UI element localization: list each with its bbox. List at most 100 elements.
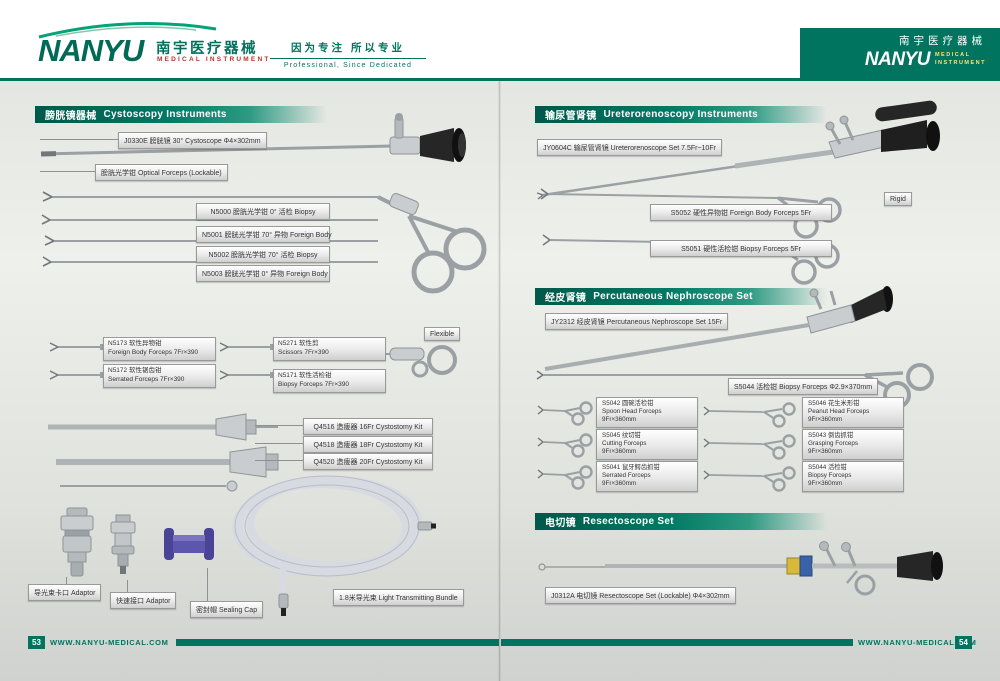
label-line-cn: N5173 软性异物钳 (108, 340, 162, 347)
resectoscope-image (538, 541, 943, 596)
label-line-size: 9Fr×360mm (602, 416, 637, 424)
brand-name-cn: 南宇医疗器械 (156, 41, 258, 57)
flexible-tag: Flexible (424, 327, 461, 341)
logo-swoosh-icon (38, 22, 217, 39)
label-n5171: N5171 软性活检钳 Biopsy Forceps 7Fr×390 (273, 369, 386, 393)
leader-line (255, 425, 303, 426)
label-n5003: N5003 膀胱光学钳 0° 异物 Foreign Body (196, 265, 330, 282)
label-s5041: S5041 鼠牙鳄齿抓钳 Serrated Forceps 9Fr×360mm (596, 461, 698, 492)
slogan-divider (270, 58, 426, 59)
label-s5043: S5043 倒齿抓钳 Grasping Forceps 9Fr×360mm (802, 429, 904, 460)
label-line-cn: S5043 倒齿抓钳 (808, 432, 854, 439)
label-line-en: Serrated Forceps 7Fr×390 (108, 375, 185, 383)
label-n5001: N5001 膀胱光学钳 70° 异物 Foreign Body (196, 226, 332, 243)
label-q4518: Q4518 造瘘器 18Fr Cystostomy Kit (303, 436, 433, 453)
label-n5172: N5172 软性锯齿钳 Serrated Forceps 7Fr×390 (103, 364, 216, 388)
label-line-size: 9Fr×360mm (602, 448, 637, 456)
section-header-cystoscopy: 膀胱镜器械 Cystoscopy Instruments (35, 106, 333, 123)
label-line-size: 9Fr×360mm (808, 480, 843, 488)
section-cystoscopy-en: Cystoscopy Instruments (103, 109, 227, 120)
leader-line (66, 577, 67, 585)
site-url-left: WWW.NANYU-MEDICAL.COM (50, 638, 169, 647)
label-line-en: Cutting Forceps (602, 440, 647, 448)
footer-bar-left (176, 639, 499, 646)
label-optical-forceps: 膀胱光学钳 Optical Forceps (Lockable) (95, 164, 228, 181)
label-n5000: N5000 膀胱光学钳 0° 活检 Biopsy (196, 203, 330, 220)
optical-forceps-image (41, 191, 487, 294)
label-line-en: Serrated Forceps (602, 472, 651, 480)
brand-name: NANYU (38, 33, 144, 68)
label-line-en: Peanut Head Forceps (808, 408, 870, 416)
label-quick-adaptor: 快速接口 Adaptor (110, 592, 177, 609)
nephroscope-image (536, 286, 934, 409)
label-n5173: N5173 软性异物钳 Foreign Body Forceps 7Fr×390 (103, 337, 216, 361)
label-q4520: Q4520 造瘘器 20Fr Cystostomy Kit (303, 453, 433, 470)
label-line-en: Scissors 7Fr×390 (278, 348, 329, 356)
header-rule (0, 78, 1000, 81)
label-line-en: Grasping Forceps (808, 440, 859, 448)
cystostomy-kits-image (48, 413, 279, 492)
page-number-right: 54 (955, 636, 972, 649)
badge-subtitle-line2: INSTRUMENT (934, 60, 986, 66)
label-line-size: 9Fr×360mm (602, 480, 637, 488)
label-n5271: N5271 软性剪 Scissors 7Fr×390 (273, 337, 386, 361)
label-nephroscope-set: JY2312 经皮肾镜 Percutaneous Nephroscope Set… (545, 313, 729, 330)
footer-bar-right (501, 639, 853, 646)
section-header-resectoscope: 电切镜 Resectoscope Set (535, 513, 833, 530)
leader-line (40, 139, 118, 140)
section-uretero-en: Ureterorenoscopy Instruments (603, 109, 759, 120)
label-line-size: 9Fr×360mm (808, 416, 843, 424)
label-s5044-grid: S5044 活检钳 Biopsy Forceps 9Fr×360mm (802, 461, 904, 492)
label-line-size: 9Fr×360mm (808, 448, 843, 456)
label-light-adaptor: 导光束卡口 Adaptor (28, 584, 102, 601)
section-cystoscopy-cn: 膀胱镜器械 (45, 111, 97, 122)
label-line-cn: S5041 鼠牙鳄齿抓钳 (602, 464, 660, 471)
brand-badge: 南宇医疗器械 NANYU MEDICAL INSTRUMENT (800, 28, 1000, 78)
label-s5042: S5042 圆碗活检钳 Spoon Head Forceps 9Fr×360mm (596, 397, 698, 428)
cystoscope-image (40, 113, 466, 162)
label-line-cn: N5171 软性活检钳 (278, 372, 332, 379)
leader-line (207, 568, 208, 601)
forceps-icon-s5043 (702, 430, 797, 460)
label-s5052: S5052 硬性异物钳 Foreign Body Forceps 5Fr (650, 204, 832, 221)
label-n5002: N5002 膀胱光学钳 70° 活检 Biopsy (196, 246, 330, 263)
label-line-en: Foreign Body Forceps 7Fr×390 (108, 348, 199, 356)
label-line-en: Biopsy Forceps (808, 472, 852, 480)
label-line-cn: S5042 圆碗活检钳 (602, 400, 654, 407)
label-line-cn: N5271 软性剪 (278, 340, 319, 347)
brand-subtitle: MEDICAL INSTRUMENT (157, 56, 271, 63)
label-line-en: Biopsy Forceps 7Fr×390 (278, 380, 349, 388)
rigid-tag: Rigid (884, 192, 912, 206)
label-line-cn: S5045 纹切钳 (602, 432, 641, 439)
brand-slogan: 因为专注 所以专业 Professional, Since Dedicated (268, 40, 428, 69)
forceps-icon-s5041 (536, 462, 594, 490)
slogan-en: Professional, Since Dedicated (283, 62, 413, 69)
quick-adaptor-image (110, 514, 136, 574)
page-number-left: 53 (28, 636, 45, 649)
forceps-icon-s5044 (702, 462, 797, 492)
section-resecto-cn: 电切镜 (545, 518, 576, 529)
label-s5051: S5051 硬性活检钳 Biopsy Forceps 5Fr (650, 240, 832, 257)
label-line-cn: S5044 活检钳 (808, 464, 847, 471)
leader-line (255, 443, 303, 444)
badge-name-cn: 南宇医疗器械 (899, 35, 986, 47)
leader-line (40, 171, 95, 172)
label-sealing-cap: 密封帽 Sealing Cap (190, 601, 264, 618)
label-s5045: S5045 纹切钳 Cutting Forceps 9Fr×360mm (596, 429, 698, 460)
badge-subtitle: MEDICAL INSTRUMENT (935, 52, 986, 67)
site-url-right: WWW.NANYU-MEDICAL.COM (858, 638, 977, 647)
ureteroscope-image (536, 100, 940, 200)
badge-subtitle-line1: MEDICAL (934, 52, 971, 59)
sealing-cap-image (164, 528, 214, 560)
section-header-nephroscope: 经皮肾镜 Percutaneous Nephroscope Set (535, 288, 833, 305)
label-cystoscope: J0330E 膀胱镜 30° Cystoscope Φ4×302mm (118, 132, 267, 149)
label-light-bundle: 1.8米导光束 Light Transmitting Bundle (333, 589, 464, 606)
section-resecto-en: Resectoscope Set (582, 516, 674, 527)
spine-divider (498, 81, 501, 681)
label-ureteroscope-set: JY0604C 输尿管肾镜 Ureterorenoscope Set 7.5Fr… (537, 139, 722, 156)
light-adaptor-image (60, 507, 94, 577)
section-uretero-cn: 输尿管肾镜 (545, 111, 597, 122)
label-line-cn: S5046 花生米形钳 (808, 400, 860, 407)
section-nephro-en: Percutaneous Nephroscope Set (593, 291, 753, 302)
